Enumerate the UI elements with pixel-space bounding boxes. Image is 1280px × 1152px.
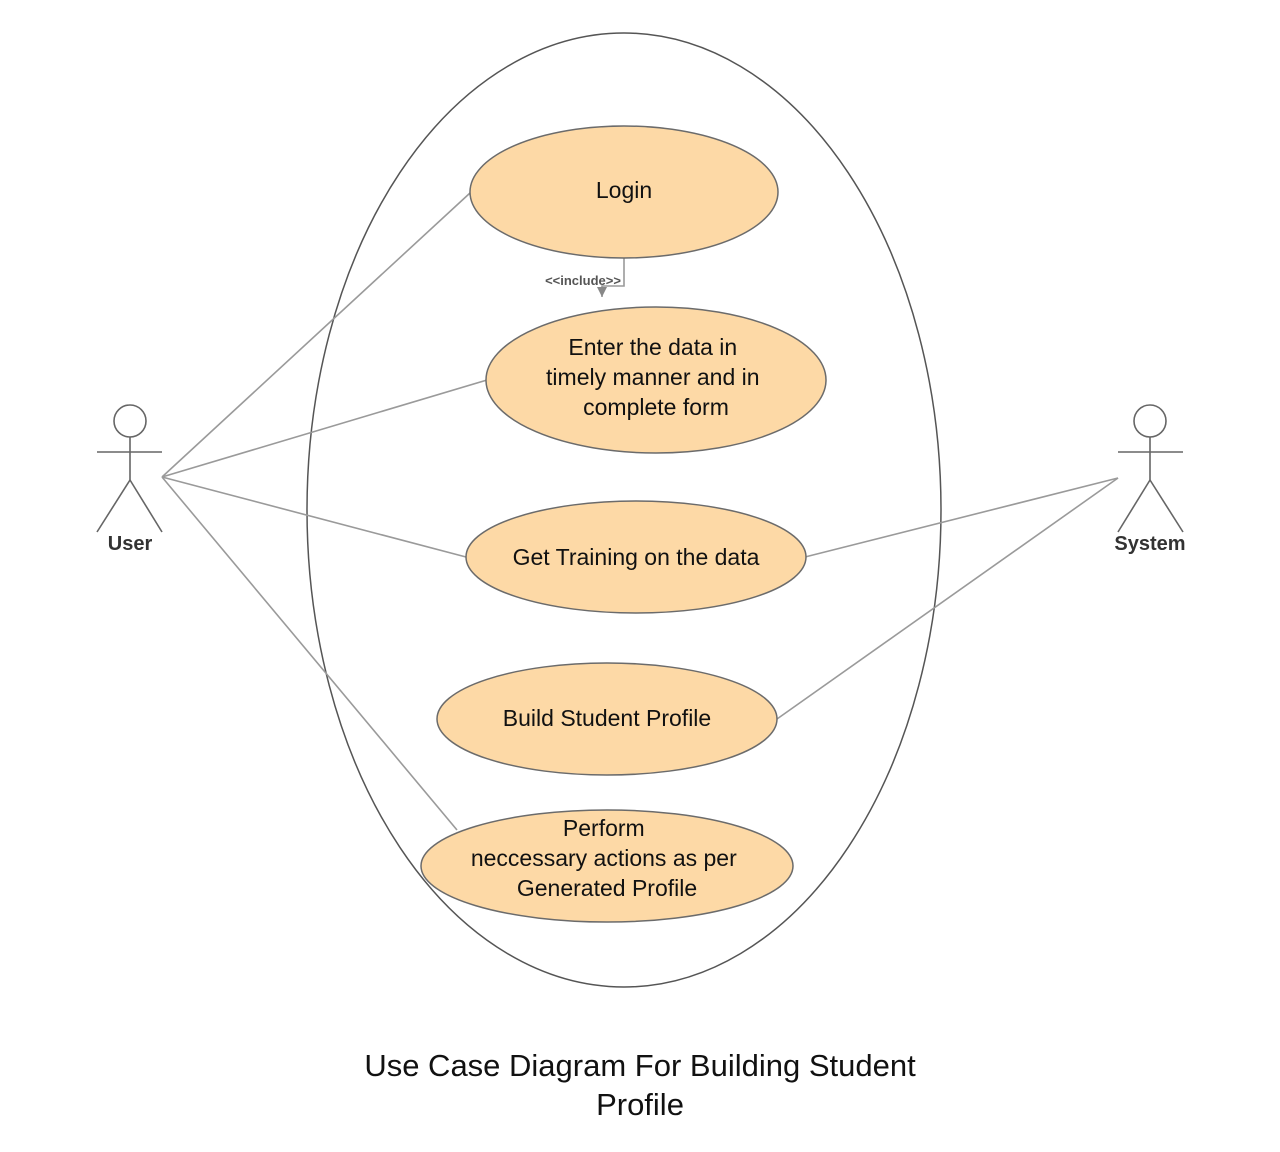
actor-system-figure-icon (1117, 404, 1184, 533)
use-case-get-training[interactable]: Get Training on the data (465, 500, 807, 614)
assoc-user-training (161, 476, 467, 558)
use-case-enter-data-line-2: timely manner and in (546, 364, 760, 390)
caption-line-1: Use Case Diagram For Building Student (364, 1048, 916, 1083)
use-case-get-training-shape (465, 500, 807, 614)
use-case-build-profile-shape (436, 662, 778, 776)
use-case-enter-data-label: Enter the data in timely manner and in c… (546, 334, 766, 420)
use-case-perform-actions-line-1: Perform (563, 815, 645, 841)
actor-user-label: User (108, 533, 153, 555)
use-case-enter-data-line-3: complete form (583, 394, 729, 420)
use-case-enter-data[interactable]: Enter the data in timely manner and in c… (485, 306, 827, 454)
use-case-get-training-line-1: Get Training on the data (513, 544, 760, 570)
assoc-system-training (804, 477, 1119, 558)
use-case-build-profile[interactable]: Build Student Profile (436, 662, 778, 776)
use-case-enter-data-line-1: Enter the data in (568, 334, 737, 360)
use-case-perform-actions-shape (420, 809, 794, 923)
caption-line-2: Profile (596, 1087, 684, 1122)
include-arrow (597, 258, 625, 297)
use-case-enter-data-shape (485, 306, 827, 454)
diagram-caption: Use Case Diagram For Building Student Pr… (290, 1046, 990, 1124)
use-case-perform-actions-line-2: neccessary actions as per (471, 845, 737, 871)
use-case-get-training-label: Get Training on the data (513, 544, 760, 570)
use-case-login-label: Login (596, 177, 652, 203)
assoc-user-enter-data (161, 379, 488, 478)
use-case-login-line-1: Login (596, 177, 652, 203)
associations (161, 192, 1119, 831)
system-boundary (306, 32, 942, 988)
actor-user[interactable]: User (96, 404, 163, 555)
actor-system-label: System (1114, 533, 1185, 555)
use-case-build-profile-label: Build Student Profile (503, 705, 711, 731)
use-case-build-profile-line-1: Build Student Profile (503, 705, 711, 731)
assoc-system-build-profile (776, 477, 1119, 720)
assoc-user-login (161, 192, 471, 478)
use-case-perform-actions-line-3: Generated Profile (517, 875, 697, 901)
actor-user-figure-icon (96, 404, 163, 533)
assoc-user-perform-actions (161, 476, 458, 831)
include-stereotype-label: <<include>> (545, 273, 621, 288)
use-case-perform-actions[interactable]: Perform neccessary actions as per Genera… (420, 809, 794, 923)
include-relation: <<include>> (545, 258, 625, 297)
use-case-login-shape (469, 125, 779, 259)
use-case-perform-actions-label: Perform neccessary actions as per Genera… (471, 815, 743, 901)
actor-system[interactable]: System (1114, 404, 1186, 555)
use-case-login[interactable]: Login (469, 125, 779, 259)
